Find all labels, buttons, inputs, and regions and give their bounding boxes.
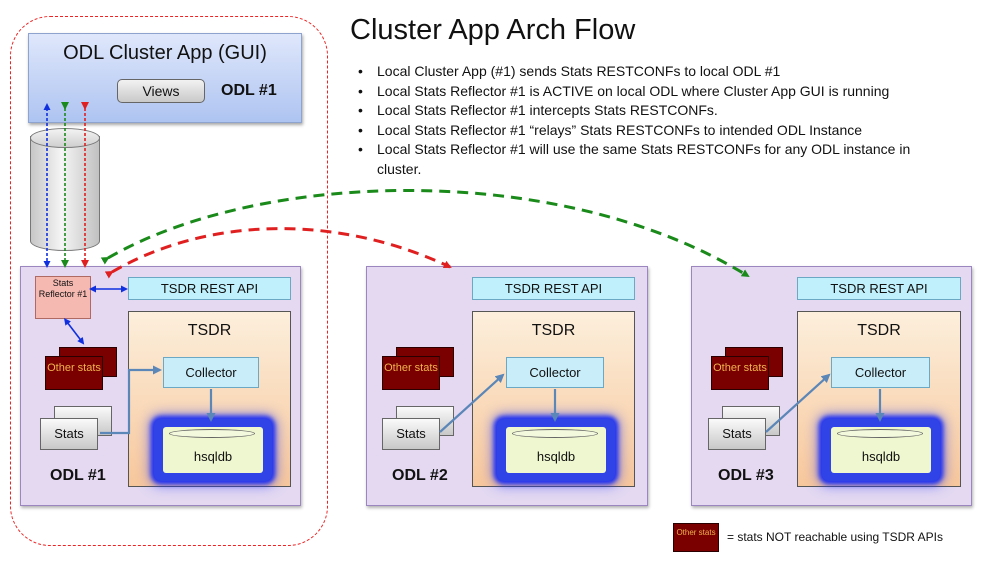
bullet-item: Local Cluster App (#1) sends Stats RESTC… bbox=[354, 62, 954, 82]
hsqldb-highlight-1: hsqldb bbox=[154, 419, 272, 481]
local-site-boundary bbox=[10, 16, 328, 546]
cluster-app-gui-box: ODL Cluster App (GUI) Views ODL #1 bbox=[28, 33, 302, 123]
collector-2: Collector bbox=[506, 357, 604, 388]
collector-1: Collector bbox=[163, 357, 259, 388]
legend-text: = stats NOT reachable using TSDR APIs bbox=[727, 530, 943, 544]
bullet-item: Local Stats Reflector #1 “relays” Stats … bbox=[354, 121, 954, 141]
collector-3: Collector bbox=[831, 357, 930, 388]
odl-label-2: ODL #2 bbox=[392, 467, 448, 484]
hsqldb-label: hsqldb bbox=[536, 449, 576, 464]
bullet-list: Local Cluster App (#1) sends Stats RESTC… bbox=[354, 62, 954, 179]
hsqldb-highlight-3: hsqldb bbox=[822, 419, 940, 481]
hsqldb-1: hsqldb bbox=[163, 427, 263, 473]
stats-1: Stats bbox=[40, 418, 98, 450]
tsdr-label: TSDR bbox=[857, 322, 901, 339]
tsdr-label: TSDR bbox=[531, 322, 576, 339]
hsqldb-label: hsqldb bbox=[861, 449, 901, 464]
stats-reflector: Stats Reflector #1 bbox=[35, 276, 91, 319]
gui-title: ODL Cluster App (GUI) bbox=[63, 42, 267, 64]
green-relay-arc bbox=[100, 188, 750, 278]
bullet-item: Local Stats Reflector #1 intercepts Stat… bbox=[354, 101, 954, 121]
views-button[interactable]: Views bbox=[117, 79, 205, 103]
hsqldb-highlight-2: hsqldb bbox=[497, 419, 615, 481]
hsqldb-label: hsqldb bbox=[193, 449, 233, 464]
gui-odl-label: ODL #1 bbox=[221, 82, 277, 99]
red-relay-arc bbox=[104, 227, 452, 279]
db-top bbox=[169, 429, 255, 438]
stats-3: Stats bbox=[708, 418, 766, 450]
odl-label-1: ODL #1 bbox=[50, 467, 106, 484]
hsqldb-2: hsqldb bbox=[506, 427, 606, 473]
legend-swatch: Other stats bbox=[673, 523, 719, 552]
odl-label-3: ODL #3 bbox=[718, 467, 774, 484]
bullet-item: Local Stats Reflector #1 will use the sa… bbox=[354, 140, 954, 179]
other-stats-1: Other stats bbox=[45, 356, 103, 390]
bullet-item: Local Stats Reflector #1 is ACTIVE on lo… bbox=[354, 82, 954, 102]
tsdr-label: TSDR bbox=[187, 322, 232, 339]
stats-collector-link-2 bbox=[439, 373, 505, 433]
hsqldb-3: hsqldb bbox=[831, 427, 931, 473]
other-stats-2: Other stats bbox=[382, 356, 440, 390]
stats-collector-link-3 bbox=[765, 373, 831, 433]
diagram-title: Cluster App Arch Flow bbox=[350, 14, 636, 46]
db-top bbox=[512, 429, 598, 438]
db-top bbox=[837, 429, 923, 438]
tsdr-rest-api-3: TSDR REST API bbox=[797, 277, 961, 300]
other-stats-3: Other stats bbox=[711, 356, 769, 390]
reflector-otherstats-arrow bbox=[63, 318, 85, 345]
stats-2: Stats bbox=[382, 418, 440, 450]
tsdr-rest-api-2: TSDR REST API bbox=[472, 277, 635, 300]
stats-collector-link-1 bbox=[100, 365, 162, 435]
